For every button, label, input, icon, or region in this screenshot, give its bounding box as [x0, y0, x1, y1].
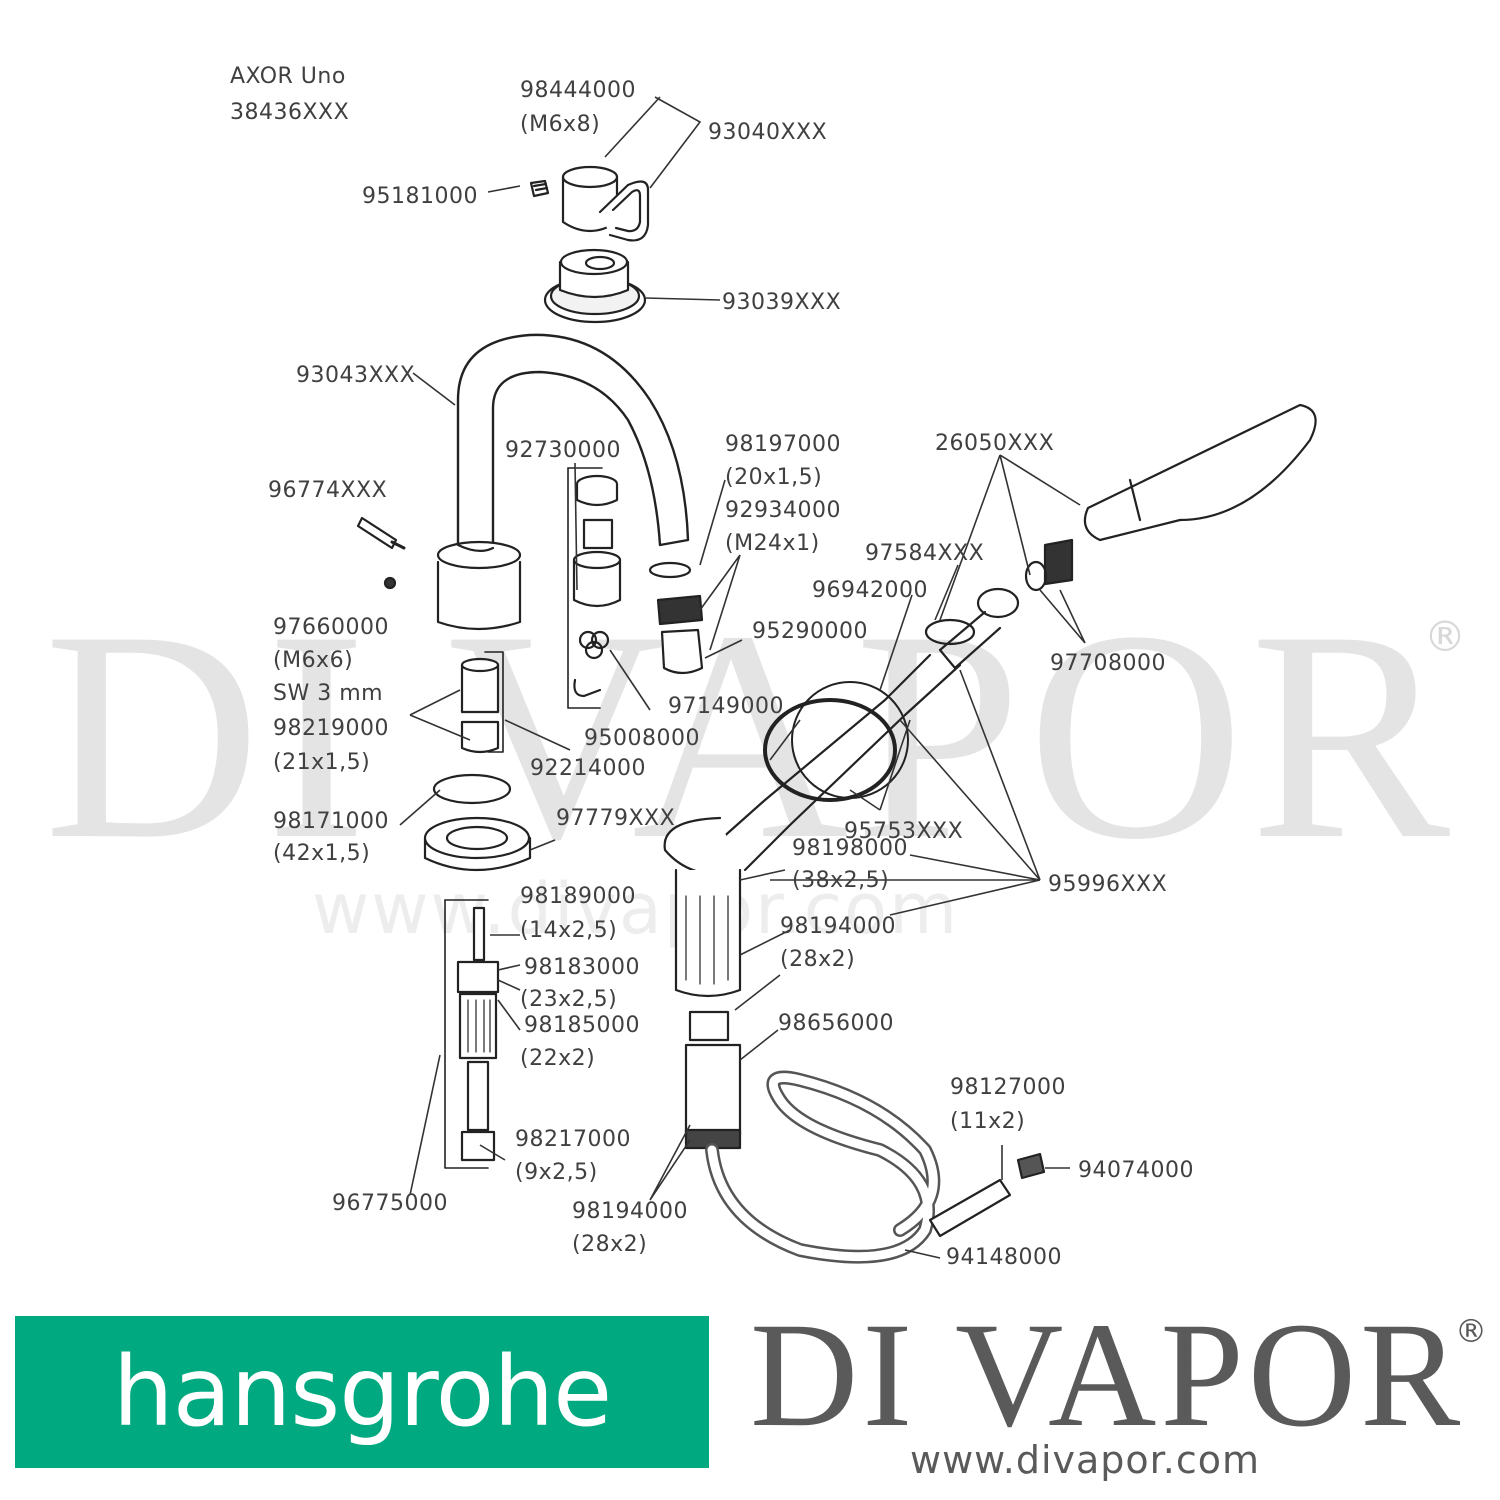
divapor-registered-mark: ®: [1455, 1312, 1487, 1350]
part-spec: (28x2): [780, 947, 856, 972]
part-spec: (14x2,5): [520, 918, 618, 943]
part-label: 98198000: [792, 836, 908, 861]
part-spec: (M24x1): [725, 531, 820, 556]
spout-body: [436, 333, 690, 631]
part-label: 98194000: [572, 1199, 688, 1224]
part-label: 96775000: [332, 1191, 448, 1216]
watermark-text: DI VAPOR: [43, 569, 1457, 901]
part-label: 98219000: [273, 716, 389, 741]
part-label: 97708000: [1050, 651, 1166, 676]
part-label: 95008000: [584, 726, 700, 751]
part-label: 95290000: [752, 619, 868, 644]
part-spec: (M6x8): [520, 112, 601, 137]
watermark-url: www.divapor.com: [312, 868, 960, 950]
part-label: 98194000: [780, 914, 896, 939]
parts-drawing: [356, 165, 1317, 1264]
part-spec: (28x2): [572, 1232, 648, 1257]
divapor-brand: DI VAPOR: [750, 1292, 1465, 1458]
part-label: 26050XXX: [935, 431, 1055, 456]
part-label: 98197000: [725, 432, 841, 457]
part-label: 98183000: [524, 955, 640, 980]
lever-handle: [561, 165, 650, 242]
part-spec: (M6x6): [273, 648, 354, 673]
part-label: 94148000: [946, 1245, 1062, 1270]
hand-shower: [1024, 403, 1317, 592]
grub-screw: [529, 179, 550, 198]
part-spec: (38x2,5): [792, 868, 890, 893]
part-label: 95996XXX: [1048, 872, 1168, 897]
part-label: 93039XXX: [722, 290, 842, 315]
rosette: [423, 816, 532, 872]
part-label: 94074000: [1078, 1158, 1194, 1183]
part-spec: (11x2): [950, 1109, 1026, 1134]
part-label: 95753XXX: [844, 819, 964, 844]
connector-group: [460, 651, 504, 754]
part-spec: (23x2,5): [520, 987, 618, 1012]
part-label: 97584XXX: [865, 541, 985, 566]
watermark-registered-mark: ®: [1424, 612, 1466, 661]
hansgrohe-logo-text: hansgrohe: [112, 1336, 612, 1448]
large-o-ring: [432, 773, 512, 805]
part-spec: (22x2): [520, 1046, 596, 1071]
part-label: 98185000: [524, 1013, 640, 1038]
hansgrohe-logo: hansgrohe: [15, 1316, 709, 1468]
part-label: 98127000: [950, 1075, 1066, 1100]
part-label: 97149000: [668, 694, 784, 719]
divapor-url: www.divapor.com: [910, 1438, 1261, 1482]
part-label: 93040XXX: [708, 120, 828, 145]
part-label: 93043XXX: [296, 363, 416, 388]
cover-cap: [543, 248, 647, 324]
part-label: 98189000: [520, 884, 636, 909]
leader-lines: [399, 96, 1086, 1259]
valve-insert-group: [444, 899, 500, 1169]
product-name: AXOR Uno: [230, 64, 346, 89]
part-label: 92934000: [725, 498, 841, 523]
aerator-parts: [648, 561, 704, 675]
part-label: 92214000: [530, 756, 646, 781]
part-label: 98656000: [778, 1011, 894, 1036]
part-label: 98171000: [273, 809, 389, 834]
part-label: 97779XXX: [556, 806, 676, 831]
part-label: 96774XXX: [268, 478, 388, 503]
pin-and-screw: [356, 516, 406, 590]
part-label: 96942000: [812, 578, 928, 603]
part-spec: (21x1,5): [273, 750, 371, 775]
part-spec: SW 3 mm: [273, 681, 384, 706]
part-spec: (20x1,5): [725, 465, 823, 490]
shower-hose-assembly: [663, 587, 1046, 1264]
part-label: 92730000: [505, 438, 621, 463]
part-label: 98217000: [515, 1127, 631, 1152]
part-spec: (42x1,5): [273, 841, 371, 866]
product-number: 38436XXX: [230, 100, 350, 125]
part-label: 97660000: [273, 615, 389, 640]
part-spec: (9x2,5): [515, 1160, 598, 1185]
part-label: 98444000: [520, 78, 636, 103]
part-label: 95181000: [362, 184, 478, 209]
cartridge-group: [567, 467, 622, 709]
